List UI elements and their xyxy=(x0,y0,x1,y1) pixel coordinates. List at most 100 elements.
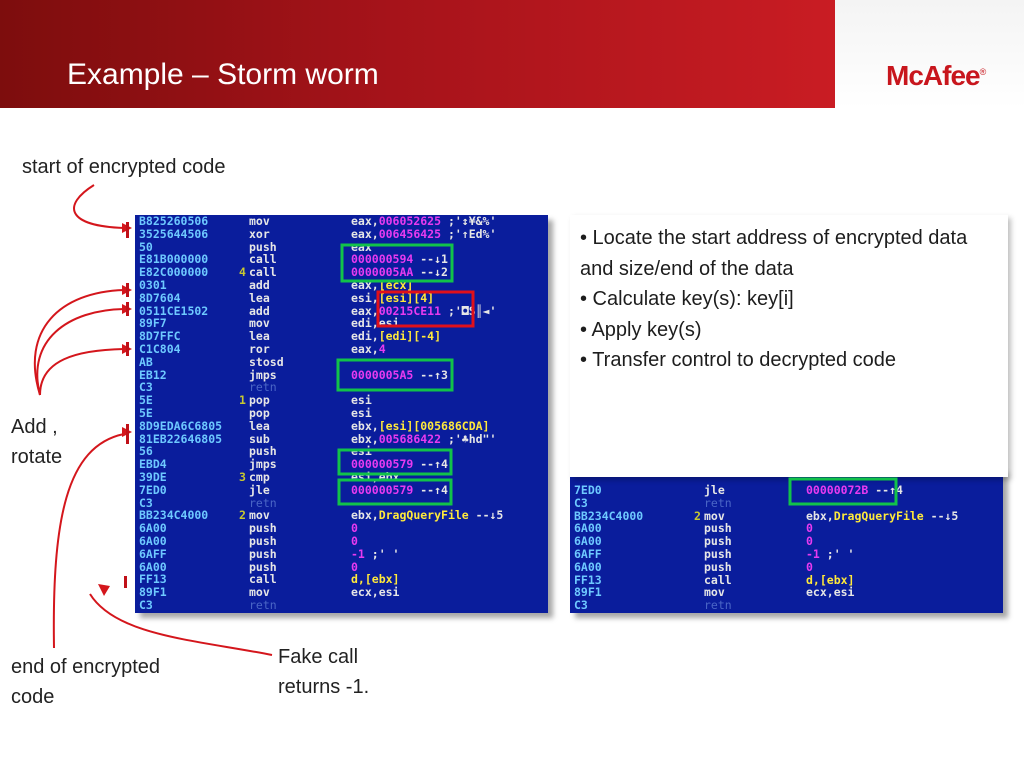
disasm-mnemonic: push xyxy=(704,547,732,561)
bullet-apply-key: • Apply key(s) xyxy=(580,318,702,341)
disasm-operand-token: 0 xyxy=(351,559,358,574)
disasm-hex-bytes: 50 xyxy=(139,239,153,254)
disasm-operands: esi xyxy=(351,394,372,407)
bullet-locate-start: • Locate the start address of encrypted … xyxy=(580,227,968,280)
disasm-hex-bytes: BB234C4000 xyxy=(574,508,644,523)
disasm-operands: ebx,005686422 ;'♣hd"' xyxy=(351,432,496,446)
disasm-mnemonic: retn xyxy=(704,598,732,613)
bullet-text-box: • Locate the start address of encrypted … xyxy=(570,215,1008,477)
disasm-mnemonic: mov xyxy=(704,508,725,523)
disasm-operand-token: --↑4 xyxy=(413,457,448,472)
disasm-mnemonic: cmp xyxy=(249,470,270,484)
disasm-operands: esi xyxy=(351,407,372,420)
disasm-operand-token: 0 xyxy=(806,559,813,574)
disasm-jump-mark: 2 xyxy=(694,508,701,523)
disasm-operands: edi,[edi][-4] xyxy=(351,330,441,343)
disasm-mnemonic: push xyxy=(704,521,732,536)
disasm-operand-token: 006456425 xyxy=(378,226,442,241)
disasm-operand-token: ecx,esi xyxy=(806,585,855,600)
bracket-mark-start xyxy=(126,222,129,238)
disasm-operands: 00000072B --↑4 xyxy=(806,484,903,497)
bracket-mark-rotate xyxy=(126,342,129,356)
disasm-operand-token: ;'↕¥&%' xyxy=(441,215,497,228)
disasm-hex-bytes: 6A00 xyxy=(139,534,167,548)
disasm-operand-token: ebx, xyxy=(351,508,379,523)
disasm-operands: 0 xyxy=(351,535,358,548)
disasm-operand-token: 000000579 xyxy=(351,482,414,497)
disasm-hex-bytes: 39DE xyxy=(139,470,167,484)
disasm-hex-bytes: E81B000000 xyxy=(139,252,209,267)
arrow-start xyxy=(73,184,125,229)
annotation-fake-call: Fake call returns -1. xyxy=(278,642,418,702)
disasm-hex-bytes: FF13 xyxy=(574,572,602,587)
disasm-mnemonic: mov xyxy=(249,316,270,331)
disasm-mnemonic: add xyxy=(249,303,270,318)
disasm-operand-token: 0 xyxy=(351,521,358,536)
disasm-operands: ebx,DragQueryFile --↓5 xyxy=(351,509,503,522)
disasm-mnemonic: mov xyxy=(704,585,725,600)
disasm-jump-mark: 2 xyxy=(239,508,246,523)
disasm-jump-mark: 3 xyxy=(239,470,246,484)
disasm-operands: eax,006456425 ;'↑Ed%' xyxy=(351,226,497,241)
disasm-hex-bytes: 8D7FFC xyxy=(139,329,181,344)
disasm-hex-bytes: 6A00 xyxy=(574,534,602,549)
disasm-hex-bytes: E82C000000 xyxy=(139,265,209,280)
disasm-operands: 000000579 --↑4 xyxy=(351,482,448,497)
disasm-mnemonic: retn xyxy=(249,380,277,395)
disasm-hex-bytes: 7ED0 xyxy=(139,482,167,497)
disasm-operand-token: eax, xyxy=(351,226,379,241)
disasm-hex-bytes: 8D9EDA6C6805 xyxy=(139,418,223,433)
disasm-hex-bytes: 6A00 xyxy=(139,559,167,574)
disasm-operand-token: d,[ebx] xyxy=(351,572,400,587)
disasm-operand-token: esi xyxy=(351,393,372,408)
header-band xyxy=(0,0,870,108)
disasm-mnemonic: lea xyxy=(249,290,270,305)
disasm-operands: -1 ;' ' xyxy=(351,547,399,561)
header-sheen xyxy=(835,0,1024,108)
disasm-jump-mark: 1 xyxy=(239,393,246,408)
disasm-hex-bytes: EB12 xyxy=(139,367,167,382)
disasm-hex-bytes: B825260506 xyxy=(139,215,209,228)
arrowhead-end xyxy=(122,427,132,437)
disasm-hex-bytes: C1C804 xyxy=(139,342,181,356)
arrowhead-start xyxy=(122,223,132,233)
disasm-operand-token: -1 xyxy=(806,547,820,561)
disasm-hex-bytes: 6A00 xyxy=(574,559,602,574)
disasm-operand-token: ;'↑Ed%' xyxy=(441,226,497,241)
disasm-mnemonic: jle xyxy=(249,482,270,497)
disasm-operand-token: 4 xyxy=(378,342,386,356)
bullet-transfer-control: • Transfer control to decrypted code xyxy=(580,349,897,371)
disasm-mnemonic: jle xyxy=(704,483,725,497)
disasm-operand-token: [edi][-4] xyxy=(378,329,442,344)
disasm-operands: ecx,esi xyxy=(351,586,399,599)
disasm-mnemonic: lea xyxy=(249,329,270,344)
disasm-operand-token: 00000072B xyxy=(806,483,869,497)
arrow-add-2 xyxy=(36,308,125,396)
disasm-mnemonic: pop xyxy=(249,406,270,420)
annotation-fake-line-1: Fake call xyxy=(278,646,359,668)
disasm-operand-token: [esi][005686CDA] xyxy=(378,418,490,433)
disasm-operand-token: ecx,esi xyxy=(351,585,400,600)
disasm-hex-bytes: 6AFF xyxy=(139,546,167,561)
disasm-operand-token: edi, xyxy=(351,329,379,344)
disasm-hex-bytes: 7ED0 xyxy=(574,483,602,497)
disasm-mnemonic: jmps xyxy=(249,457,277,472)
disasm-operands: 0 xyxy=(806,559,813,574)
disasm-operands: 0 xyxy=(351,522,358,535)
disasm-operand-token: --↓2 xyxy=(413,265,448,280)
disasm-hex-bytes: C3 xyxy=(139,380,153,395)
disasm-hex-bytes: 81EB22646805 xyxy=(139,431,223,446)
disasm-mnemonic: push xyxy=(249,239,277,254)
annotation-end-line-1: end of encrypted xyxy=(11,656,160,678)
arrowhead-add-2 xyxy=(122,304,132,314)
disasm-mnemonic: push xyxy=(704,534,732,549)
disasm-operand-token: 0000005A5 xyxy=(351,367,414,382)
disasm-operand-token: eax, xyxy=(351,342,379,356)
annotation-rotate-line: rotate xyxy=(11,446,63,468)
bracket-mark-end xyxy=(126,424,129,444)
annotation-end-encrypted-code: end of encrypted code xyxy=(11,652,211,712)
mcafee-logo: McAfee® xyxy=(886,60,986,92)
disasm-hex-bytes: C3 xyxy=(574,495,588,510)
disasm-operand-token: --↓5 xyxy=(468,508,504,523)
